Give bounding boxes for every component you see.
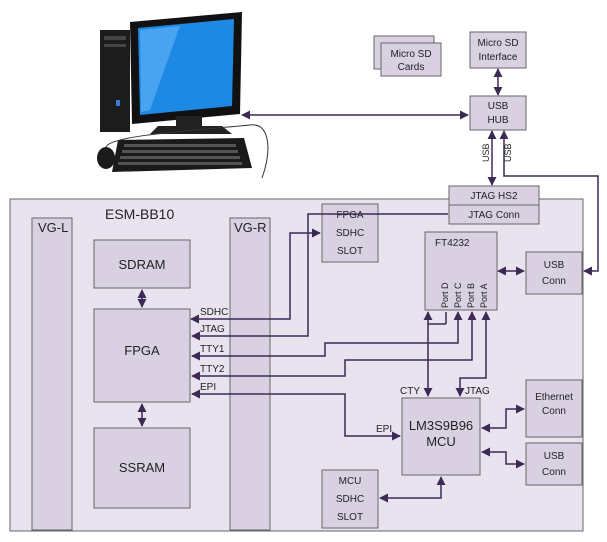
epi-mcu-signal-label: EPI: [376, 424, 392, 435]
vg-r-connector: [229, 217, 271, 531]
fpga-label: FPGA: [124, 343, 160, 358]
mcu-sdhc-slot-line1: MCU: [339, 476, 362, 487]
usb-conn-bottom-line1: USB: [544, 451, 565, 462]
usb-hub-line2: HUB: [487, 115, 508, 126]
mcu-sdhc-link: [379, 476, 446, 503]
sdram-label: SDRAM: [119, 257, 166, 272]
mcu-sdhc-slot-line2: SDHC: [336, 494, 364, 505]
fpga-sdhc-slot-line2: SDHC: [336, 228, 364, 239]
tty1-signal-label: TTY1: [200, 344, 225, 355]
sdram-block: [93, 239, 191, 289]
ft4232-label: FT4232: [435, 238, 470, 249]
jtag-conn-label: JTAG Conn: [468, 210, 520, 221]
micro-sd-cards-line2: Cards: [398, 62, 425, 73]
usb-hub-block: [469, 95, 527, 131]
ethernet-conn-line1: Ethernet: [535, 392, 573, 403]
fpga-sdhc-slot-line1: FPGA: [336, 210, 364, 221]
port-a-label: Port A: [479, 283, 489, 308]
ft4232-block: [424, 231, 498, 311]
usb-conn-bottom-block: [525, 442, 583, 486]
jtag-hs2-label: JTAG HS2: [470, 191, 517, 202]
vg-l-connector: [31, 217, 73, 531]
ssram-label: SSRAM: [119, 460, 165, 475]
tty2-signal-label: TTY2: [200, 364, 225, 375]
host-computer-icon: [97, 12, 269, 179]
port-d-label: Port D: [440, 282, 450, 308]
usb-right-label: USB: [503, 143, 513, 162]
ethernet-conn-block: [525, 379, 583, 438]
mcu-line2: MCU: [426, 434, 456, 449]
usb-conn-top-block: [525, 251, 583, 295]
hub-to-usb-conn-link: [499, 130, 599, 276]
jtag-mcu-link: [455, 311, 491, 397]
usb-conn-top-line2: Conn: [542, 276, 566, 287]
mcu-sdhc-slot-block: [321, 469, 379, 529]
vg-r-label: VG-R: [234, 220, 267, 235]
jtag-signal-label: JTAG: [200, 324, 225, 335]
board-title: ESM-BB10: [105, 206, 174, 222]
ethernet-conn-line2: Conn: [542, 406, 566, 417]
micro-sd-interface-line1: Micro SD: [477, 38, 518, 49]
mcu-block: [401, 397, 481, 476]
mcu-line1: LM3S9B96: [409, 418, 473, 433]
micro-sd-interface-block: [469, 31, 527, 69]
mcu-usb-conn-link: [481, 447, 525, 469]
port-b-label: Port B: [466, 283, 476, 308]
epi-link: [191, 389, 401, 441]
usb-conn-bottom-line2: Conn: [542, 467, 566, 478]
micro-sd-cards-line1: Micro SD: [390, 49, 431, 60]
fpga-sdhc-slot-line3: SLOT: [337, 246, 363, 257]
mcu-ethernet-link: [481, 404, 525, 433]
micro-sd-cards-block: [380, 42, 442, 77]
mcu-sdhc-slot-line3: SLOT: [337, 512, 363, 523]
usb-conn-top-line1: USB: [544, 260, 565, 271]
usb-left-label: USB: [481, 143, 491, 162]
usb-hub-line1: USB: [488, 101, 509, 112]
cty-signal-label: CTY: [400, 386, 420, 397]
epi-signal-label: EPI: [200, 382, 216, 393]
micro-sd-interface-line2: Interface: [479, 52, 518, 63]
jtag-mcu-signal-label: JTAG: [465, 386, 490, 397]
port-c-label: Port C: [453, 282, 463, 308]
ssram-block: [93, 427, 191, 509]
vg-l-label: VG-L: [38, 220, 68, 235]
fpga-block: [93, 308, 191, 403]
sdhc-signal-label: SDHC: [200, 307, 228, 318]
